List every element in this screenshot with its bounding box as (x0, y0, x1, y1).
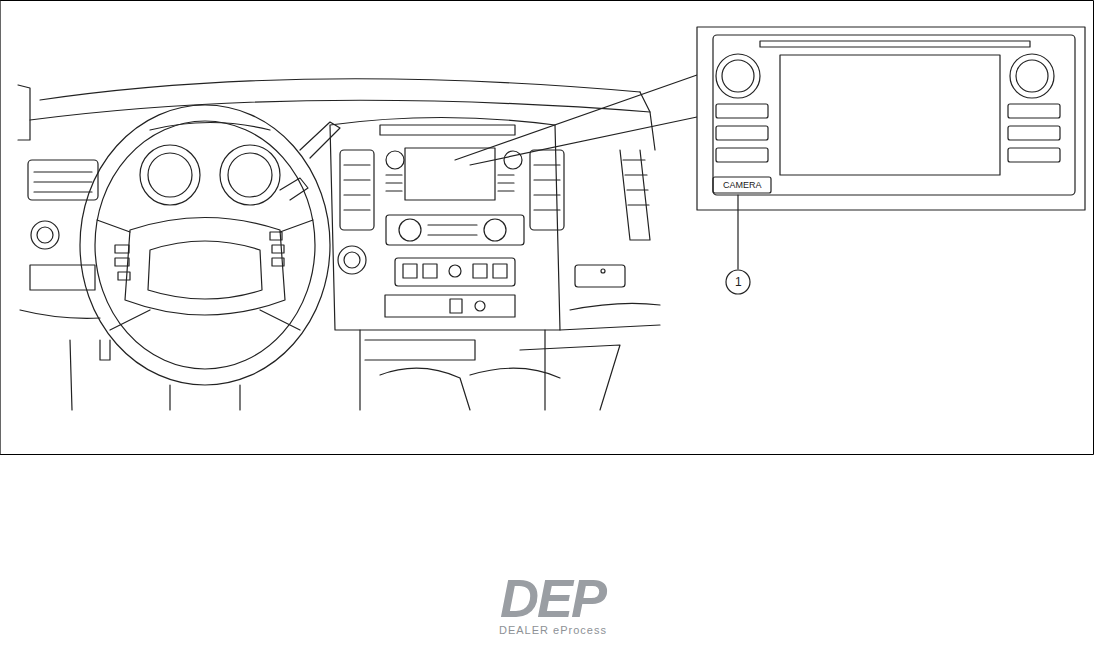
line-art (1, 1, 1094, 455)
callout-number: 1 (735, 276, 742, 288)
button-label: CAMERA (723, 181, 762, 190)
watermark-logo: DEP (500, 571, 605, 625)
watermark-text: DEALER eProcess (499, 625, 607, 636)
